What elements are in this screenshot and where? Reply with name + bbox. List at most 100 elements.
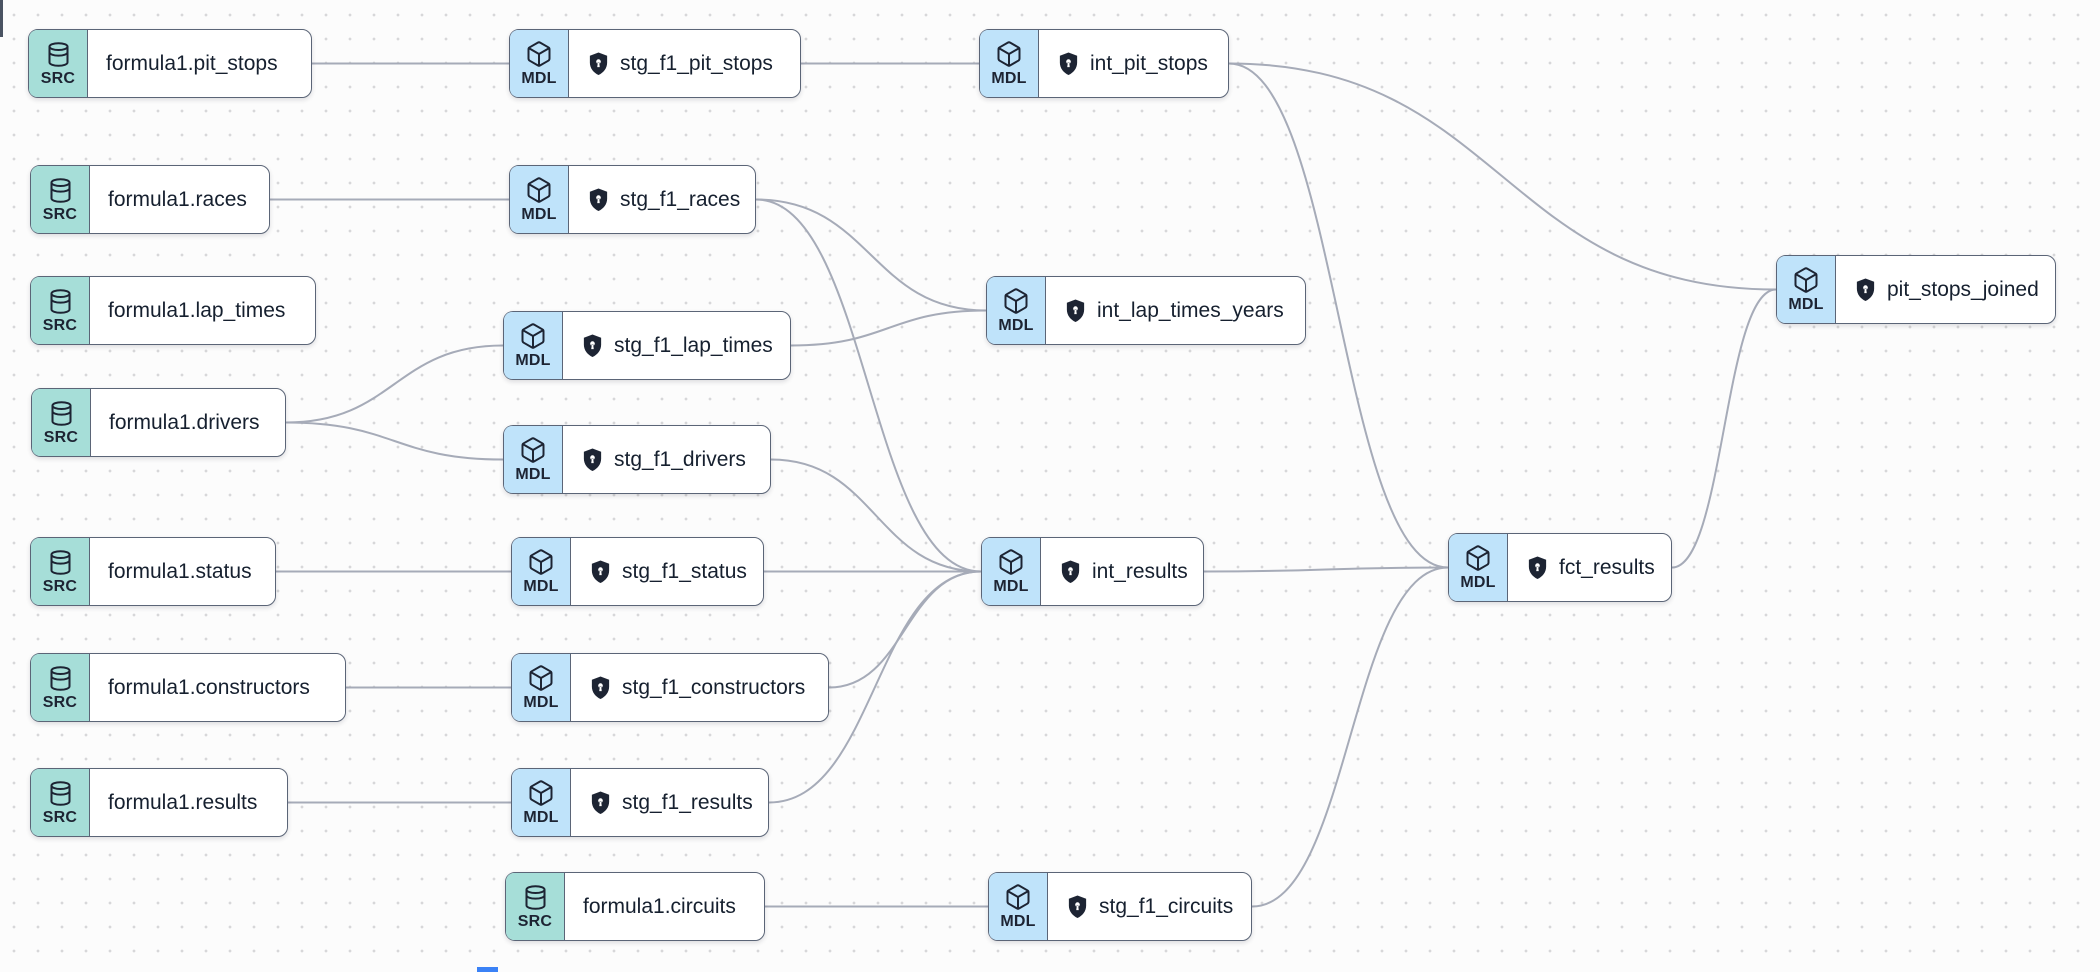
node-body: stg_f1_results [571,769,768,836]
cube-icon [527,664,555,692]
node-stg-f1-races[interactable]: MDL stg_f1_races [509,165,756,234]
node-body: stg_f1_lap_times [563,312,790,379]
database-icon [47,177,74,204]
edge-int_pit_stops-to-fct_results [1228,62,1449,569]
node-label: stg_f1_results [622,790,753,814]
cube-icon [525,176,553,204]
node-formula1-results[interactable]: SRC formula1.results [30,768,288,837]
node-stg-f1-constructors[interactable]: MDL stg_f1_constructors [511,653,829,722]
badge-label: MDL [1000,913,1036,930]
model-badge: MDL [982,538,1041,605]
badge-label: MDL [523,694,559,711]
badge-label: SRC [42,577,78,595]
database-icon [47,288,74,315]
edge-int_results-to-fct_results [1203,566,1449,573]
node-formula1-lap-times[interactable]: SRC formula1.lap_times [30,276,316,345]
shield-icon [1854,277,1877,303]
node-body: stg_f1_pit_stops [569,30,800,97]
node-formula1-circuits[interactable]: SRC formula1.circuits [505,872,765,941]
node-label: int_pit_stops [1090,51,1208,75]
badge-label: MDL [515,352,551,369]
node-body: pit_stops_joined [1836,256,2055,323]
node-formula1-constructors[interactable]: SRC formula1.constructors [30,653,346,722]
badge-label: MDL [521,206,557,223]
cube-icon [519,322,547,350]
edge-stg_f1_circuits-to-fct_results [1251,566,1449,908]
database-icon [48,400,75,427]
model-badge: MDL [512,654,571,721]
node-body: formula1.pit_stops [88,30,311,97]
model-badge: MDL [510,30,569,97]
badge-label: SRC [517,912,553,930]
model-badge: MDL [980,30,1039,97]
database-icon [47,665,74,692]
node-formula1-status[interactable]: SRC formula1.status [30,537,276,606]
node-body: formula1.circuits [565,873,764,940]
edge-fct_results-to-pit_stops_joined [1671,288,1777,569]
node-label: formula1.circuits [583,894,736,918]
node-stg-f1-lap-times[interactable]: MDL stg_f1_lap_times [503,311,791,380]
node-stg-f1-status[interactable]: MDL stg_f1_status [511,537,764,606]
shield-icon [1066,894,1089,920]
cube-icon [995,40,1023,68]
node-label: stg_f1_status [622,559,747,583]
edge-stg_f1_drivers-to-int_results [770,458,982,573]
node-body: formula1.lap_times [90,277,315,344]
node-label: formula1.lap_times [108,298,286,322]
node-fct-results[interactable]: MDL fct_results [1448,533,1672,602]
model-badge: MDL [989,873,1048,940]
node-label: formula1.pit_stops [106,51,278,75]
node-stg-f1-results[interactable]: MDL stg_f1_results [511,768,769,837]
node-label: formula1.results [108,790,258,814]
node-formula1-pit-stops[interactable]: SRC formula1.pit_stops [28,29,312,98]
node-int-results[interactable]: MDL int_results [981,537,1204,606]
node-body: formula1.constructors [90,654,345,721]
node-label: int_results [1092,559,1188,583]
model-badge: MDL [512,538,571,605]
shield-icon [581,333,604,359]
model-badge: MDL [504,426,563,493]
shield-icon [589,675,612,701]
edge-src_drivers-to-stg_f1_drivers [285,421,504,461]
node-label: formula1.races [108,187,247,211]
node-pit-stops-joined[interactable]: MDL pit_stops_joined [1776,255,2056,324]
shield-icon [1064,298,1087,324]
node-body: int_pit_stops [1039,30,1228,97]
node-stg-f1-pit-stops[interactable]: MDL stg_f1_pit_stops [509,29,801,98]
node-label: fct_results [1559,555,1655,579]
node-label: stg_f1_pit_stops [620,51,773,75]
shield-icon [587,51,610,77]
shield-icon [1057,51,1080,77]
badge-label: SRC [42,693,78,711]
edge-stg_f1_results-to-int_results [768,570,982,804]
node-label: formula1.status [108,559,252,583]
model-badge: MDL [1449,534,1508,601]
node-body: formula1.results [90,769,287,836]
cube-icon [997,548,1025,576]
model-badge: MDL [510,166,569,233]
badge-label: SRC [42,808,78,826]
badge-label: SRC [40,69,76,87]
node-int-pit-stops[interactable]: MDL int_pit_stops [979,29,1229,98]
cube-icon [1004,883,1032,911]
source-badge: SRC [506,873,565,940]
database-icon [47,780,74,807]
database-icon [45,41,72,68]
badge-label: MDL [1788,296,1824,313]
cube-icon [527,779,555,807]
node-body: int_results [1041,538,1203,605]
cube-icon [1002,287,1030,315]
badge-label: MDL [523,809,559,826]
node-body: stg_f1_races [569,166,755,233]
shield-icon [589,790,612,816]
badge-label: SRC [42,316,78,334]
cube-icon [525,40,553,68]
node-label: stg_f1_constructors [622,675,806,699]
